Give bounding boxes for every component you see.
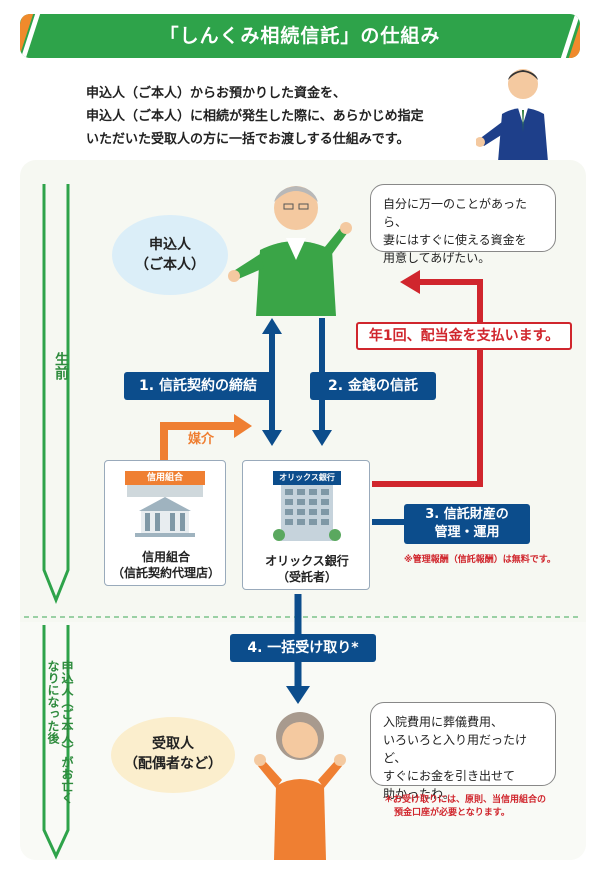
bank-card: オリックス銀行 オリックス銀行 （受託者） — [242, 460, 370, 590]
arrow-up-head — [262, 318, 282, 334]
intro-line: いただいた受取人の方に一括でお渡しする仕組みです。 — [86, 132, 410, 147]
arrow-right-head — [234, 414, 252, 438]
applicant-label-line: （ご本人） — [135, 257, 205, 273]
recipient-cloud — [111, 717, 235, 793]
page-title: 「しんくみ相続信託」の仕組み — [159, 25, 441, 47]
step3-line: 3. 信託財産の — [425, 507, 509, 522]
applicant-label: 申込人 （ご本人） — [110, 235, 230, 275]
bank-label: オリックス銀行 （受託者） — [243, 553, 371, 585]
card-label-line: （受託者） — [276, 570, 337, 584]
arrow-down-head — [312, 430, 332, 446]
recipient-label-line: 受取人 — [152, 736, 194, 752]
receipt-note: ＊お受け取りには、原則、当信用組合の 預金口座が必要となります。 — [384, 794, 546, 820]
arrow-left-head — [400, 270, 420, 294]
note-line: 預金口座が必要となります。 — [394, 808, 510, 818]
applicant-cloud — [112, 215, 228, 295]
phase-bars — [42, 184, 70, 860]
intro-text: 申込人（ご本人）からお預かりした資金を、 申込人（ご本人）に相続が発生した際に、… — [86, 82, 476, 151]
step3-label: 3. 信託財産の 管理・運用 — [404, 504, 530, 544]
applicant-speech-bubble: 自分に万一のことがあったら、 妻にはすぐに使える資金を 用意してあげたい。 — [370, 184, 556, 265]
step1-label: 1. 信託契約の締結 — [124, 372, 272, 400]
dividend-label: 年1回、配当金を支払います。 — [356, 322, 572, 350]
phase-before-label: 生前 — [53, 352, 69, 380]
speech-line: 入院費用に葬儀費用、 — [383, 715, 504, 729]
credit-union-sign: 信用組合 — [125, 471, 205, 485]
note-line: ＊お受け取りには、原則、当信用組合の — [384, 795, 547, 805]
card-label-line: （信託契約代理店） — [111, 566, 220, 580]
step3-line: 管理・運用 — [434, 525, 500, 540]
speech-line: 用意してあげたい。 — [383, 251, 491, 265]
speech-line: いろいろと入り用だったけど、 — [383, 733, 528, 765]
card-label-line: 信用組合 — [141, 550, 190, 564]
applicant-illustration — [228, 186, 352, 316]
recipient-label: 受取人 （配偶者など） — [108, 734, 238, 774]
recipient-label-line: （配偶者など） — [124, 756, 222, 772]
arrow-down-head — [286, 686, 310, 704]
phase-divider — [24, 616, 582, 618]
speech-line: 妻にはすぐに使える資金を — [383, 233, 527, 247]
intro-line: 申込人（ご本人）からお預かりした資金を、 — [86, 86, 347, 101]
presenter-illustration — [476, 69, 548, 162]
credit-union-label: 信用組合 （信託契約代理店） — [105, 549, 227, 581]
recipient-illustration — [254, 712, 346, 860]
credit-union-card: 信用組合 信用組合 （信託契約代理店） — [104, 460, 226, 586]
step2-label: 2. 金銭の信託 — [310, 372, 436, 400]
bank-sign: オリックス銀行 — [273, 471, 341, 485]
recipient-speech-bubble: 入院費用に葬儀費用、 いろいろと入り用だったけど、 すぐにお金を引き出せて 助か… — [370, 702, 556, 801]
speech-line: すぐにお金を引き出せて — [383, 769, 516, 783]
bank-building-icon — [273, 485, 341, 541]
speech-line: 自分に万一のことがあったら、 — [383, 197, 528, 229]
credit-union-building-icon — [127, 485, 203, 537]
speech-line: 助かったわ。 — [383, 787, 456, 801]
fee-note: ※管理報酬（信託報酬）は無料です。 — [404, 555, 556, 565]
applicant-label-line: 申込人 — [149, 237, 191, 253]
step4-label: 4. 一括受け取り* — [230, 634, 376, 662]
mediation-label: 媒介 — [188, 432, 215, 447]
title-banner: 「しんくみ相続信託」の仕組み — [20, 14, 580, 58]
arrow-down-head — [262, 430, 282, 446]
phase-after-label: 申込人（ご本人）がお亡くなりになった後 — [46, 660, 74, 804]
intro-line: 申込人（ご本人）に相続が発生した際に、あらかじめ指定 — [86, 109, 424, 124]
card-label-line: オリックス銀行 — [265, 554, 349, 568]
